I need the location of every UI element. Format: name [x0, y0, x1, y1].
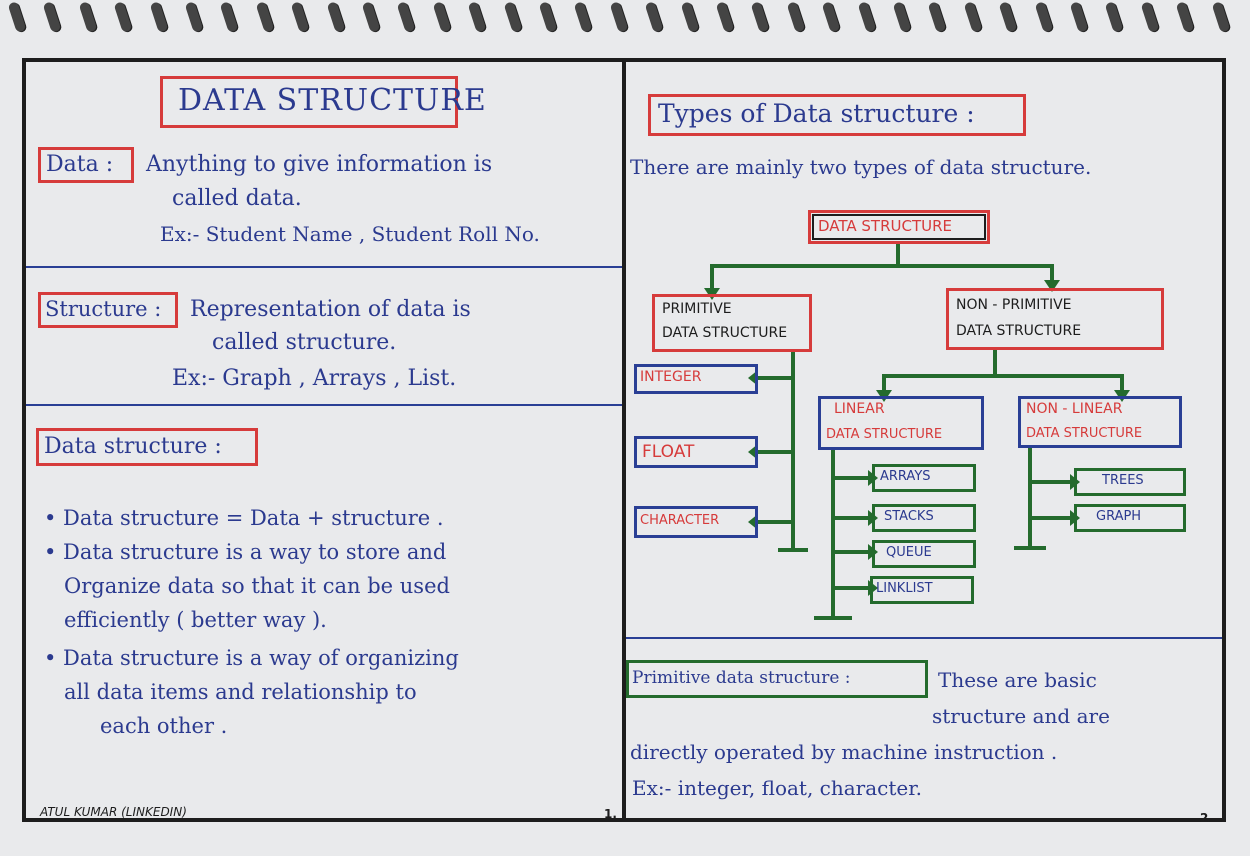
- primitive-term-box: [626, 660, 928, 698]
- structure-definition-line-1: Representation of data is: [190, 297, 471, 322]
- character-node-label: CHARACTER: [640, 513, 720, 528]
- graph-node-box: [1074, 504, 1186, 532]
- root-node-box: [808, 210, 990, 244]
- page-divider: [622, 58, 626, 822]
- bullet-line-7: each other .: [100, 714, 228, 738]
- trees-node-box: [1074, 468, 1186, 496]
- nonprimitive-node-label-2: DATA STRUCTURE: [956, 323, 1082, 339]
- bullet-line-1: • Data structure = Data + structure .: [44, 506, 444, 530]
- primitive-node-label-1: PRIMITIVE: [662, 301, 732, 317]
- nonlinear-node-box: [1018, 396, 1182, 448]
- bullet-line-4: efficiently ( better way ).: [64, 608, 327, 632]
- primitive-definition-line-3: directly operated by machine instruction…: [630, 740, 1058, 764]
- graph-node-label: GRAPH: [1096, 509, 1142, 524]
- left-page-title: DATA STRUCTURE: [178, 83, 487, 118]
- page-number-left: 1.: [604, 807, 617, 821]
- ds-heading: Data structure :: [44, 434, 222, 459]
- data-example: Ex:- Student Name , Student Roll No.: [160, 222, 540, 246]
- bullet-line-5: • Data structure is a way of organizing: [44, 646, 459, 670]
- queue-node-box: [872, 540, 976, 568]
- integer-node-label: INTEGER: [640, 369, 702, 385]
- left-title-box: [160, 76, 458, 128]
- integer-node-box: [634, 364, 758, 394]
- linklist-node-box: [870, 576, 974, 604]
- right-separator: [626, 637, 1222, 639]
- linear-node-label-2: DATA STRUCTURE: [826, 427, 943, 442]
- bullet-line-2: • Data structure is a way to store and: [44, 540, 447, 564]
- right-title-box: [648, 94, 1026, 136]
- character-node-box: [634, 506, 758, 538]
- primitive-definition-line-2: structure and are: [932, 704, 1110, 728]
- arrays-node-label: ARRAYS: [880, 469, 931, 484]
- right-page-title: Types of Data structure :: [658, 99, 975, 128]
- nonlinear-node-label-2: DATA STRUCTURE: [1026, 426, 1143, 441]
- types-intro: There are mainly two types of data struc…: [630, 155, 1092, 179]
- bullet-line-6: all data items and relationship to: [64, 680, 417, 704]
- data-term-box: [38, 147, 134, 183]
- linear-node-label-1: LINEAR: [834, 401, 885, 417]
- left-separator-1: [26, 266, 622, 268]
- linear-node-box: [818, 396, 984, 450]
- nonprimitive-node-box: [946, 288, 1164, 350]
- root-node-label: DATA STRUCTURE: [818, 217, 953, 235]
- data-term: Data :: [46, 152, 114, 177]
- float-node-label: FLOAT: [642, 442, 695, 462]
- left-separator-2: [26, 404, 622, 406]
- nonlinear-node-label-1: NON - LINEAR: [1026, 401, 1123, 417]
- data-definition-line-2: called data.: [172, 186, 302, 211]
- ds-heading-box: [36, 428, 258, 466]
- primitive-node-box: [652, 294, 812, 352]
- structure-definition-line-2: called structure.: [212, 330, 397, 355]
- bullet-line-3: Organize data so that it can be used: [64, 574, 450, 598]
- structure-example: Ex:- Graph , Arrays , List.: [172, 366, 457, 391]
- arrays-node-box: [872, 464, 976, 492]
- primitive-definition-line-1: These are basic: [938, 668, 1097, 692]
- page-number-right: 2.: [1200, 811, 1213, 825]
- linklist-node-label: LINKLIST: [876, 581, 933, 596]
- primitive-example: Ex:- integer, float, character.: [632, 776, 922, 800]
- stacks-node-box: [872, 504, 976, 532]
- nonprimitive-node-label-1: NON - PRIMITIVE: [956, 297, 1072, 313]
- trees-node-label: TREES: [1102, 473, 1144, 488]
- queue-node-label: QUEUE: [886, 545, 932, 560]
- primitive-term: Primitive data structure :: [632, 668, 851, 688]
- primitive-node-label-2: DATA STRUCTURE: [662, 325, 788, 341]
- data-definition-line-1: Anything to give information is: [146, 152, 493, 177]
- author-credit: ATUL KUMAR (LINKEDIN): [40, 805, 187, 819]
- structure-term: Structure :: [45, 297, 162, 321]
- float-node-box: [634, 436, 758, 468]
- stacks-node-label: STACKS: [884, 509, 934, 524]
- structure-term-box: [38, 292, 178, 328]
